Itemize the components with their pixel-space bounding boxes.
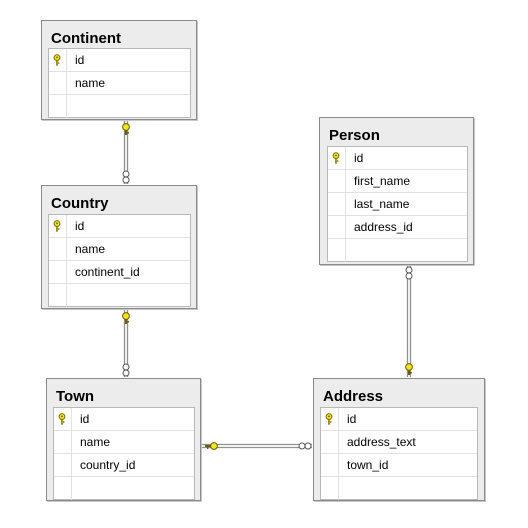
one-end-key-icon xyxy=(122,312,130,324)
primary-key-icon xyxy=(58,413,66,425)
many-end-infinity-icon xyxy=(122,363,130,377)
table-title: Person xyxy=(329,127,380,144)
row-selector xyxy=(328,170,346,192)
table-country[interactable]: Country id name continent_id xyxy=(41,185,197,309)
row-selector xyxy=(321,454,339,476)
column-name: id xyxy=(80,412,90,426)
column-row-name[interactable]: name xyxy=(49,238,190,261)
column-row-address-id[interactable]: address_id xyxy=(328,216,467,239)
column-row-country-id[interactable]: country_id xyxy=(54,454,194,477)
row-selector xyxy=(321,431,339,453)
column-row-name[interactable]: name xyxy=(49,72,190,95)
many-end-infinity-icon xyxy=(405,266,413,280)
row-selector xyxy=(49,72,67,94)
column-name: id xyxy=(75,53,85,67)
row-selector xyxy=(49,238,67,260)
column-name: name xyxy=(75,76,106,90)
row-selector xyxy=(54,454,72,476)
column-name: town_id xyxy=(347,458,389,472)
one-end-key-icon xyxy=(205,442,218,450)
column-name: id xyxy=(75,219,85,233)
column-row-empty[interactable] xyxy=(54,477,194,500)
table-continent[interactable]: Continent id name xyxy=(41,20,197,120)
column-grid: id first_name last_name address_id xyxy=(327,146,468,262)
row-selector xyxy=(328,193,346,215)
column-row-id[interactable]: id xyxy=(321,408,477,431)
table-town[interactable]: Town id name country_id xyxy=(46,378,201,501)
column-grid: id name xyxy=(48,48,191,118)
table-person[interactable]: Person id first_name last_name address_id xyxy=(319,117,474,265)
column-row-id[interactable]: id xyxy=(328,147,467,170)
column-row-town-id[interactable]: town_id xyxy=(321,454,477,477)
column-name: address_text xyxy=(347,435,416,449)
primary-key-icon xyxy=(53,54,61,66)
table-title: Continent xyxy=(51,30,121,47)
column-row-empty[interactable] xyxy=(321,477,477,500)
primary-key-icon xyxy=(325,413,333,425)
table-title: Country xyxy=(51,195,109,212)
column-name: id xyxy=(354,151,364,165)
column-name: address_id xyxy=(354,220,413,234)
column-row-address-text[interactable]: address_text xyxy=(321,431,477,454)
row-selector xyxy=(328,239,346,262)
column-row-id[interactable]: id xyxy=(49,215,190,238)
primary-key-icon xyxy=(53,220,61,232)
many-end-infinity-icon xyxy=(298,442,312,450)
row-selector xyxy=(49,284,67,307)
row-selector xyxy=(54,477,72,500)
row-selector xyxy=(54,408,72,430)
column-name: country_id xyxy=(80,458,136,472)
table-title: Address xyxy=(323,388,384,405)
column-grid: id name country_id xyxy=(53,407,195,500)
primary-key-icon xyxy=(332,152,340,164)
column-name: name xyxy=(80,435,111,449)
table-title: Town xyxy=(56,388,95,405)
column-grid: id name continent_id xyxy=(48,214,191,307)
row-selector xyxy=(321,477,339,500)
column-row-empty[interactable] xyxy=(49,284,190,307)
one-end-key-icon xyxy=(122,123,130,135)
table-address[interactable]: Address id address_text town_id xyxy=(313,378,485,501)
row-selector xyxy=(328,147,346,169)
row-selector xyxy=(49,215,67,237)
row-selector xyxy=(49,49,67,71)
column-row-last-name[interactable]: last_name xyxy=(328,193,467,216)
column-row-empty[interactable] xyxy=(49,95,190,118)
column-grid: id address_text town_id xyxy=(320,407,478,500)
column-name: first_name xyxy=(354,174,411,188)
row-selector xyxy=(49,95,67,118)
column-row-continent-id[interactable]: continent_id xyxy=(49,261,190,284)
many-end-infinity-icon xyxy=(122,170,130,184)
column-row-id[interactable]: id xyxy=(54,408,194,431)
row-selector xyxy=(328,216,346,238)
column-row-name[interactable]: name xyxy=(54,431,194,454)
row-selector xyxy=(321,408,339,430)
column-name: id xyxy=(347,412,357,426)
column-name: name xyxy=(75,242,106,256)
column-name: continent_id xyxy=(75,265,140,279)
column-row-id[interactable]: id xyxy=(49,49,190,72)
column-row-first-name[interactable]: first_name xyxy=(328,170,467,193)
row-selector xyxy=(49,261,67,283)
row-selector xyxy=(54,431,72,453)
column-name: last_name xyxy=(354,197,410,211)
column-row-empty[interactable] xyxy=(328,239,467,262)
one-end-key-icon xyxy=(405,363,413,375)
